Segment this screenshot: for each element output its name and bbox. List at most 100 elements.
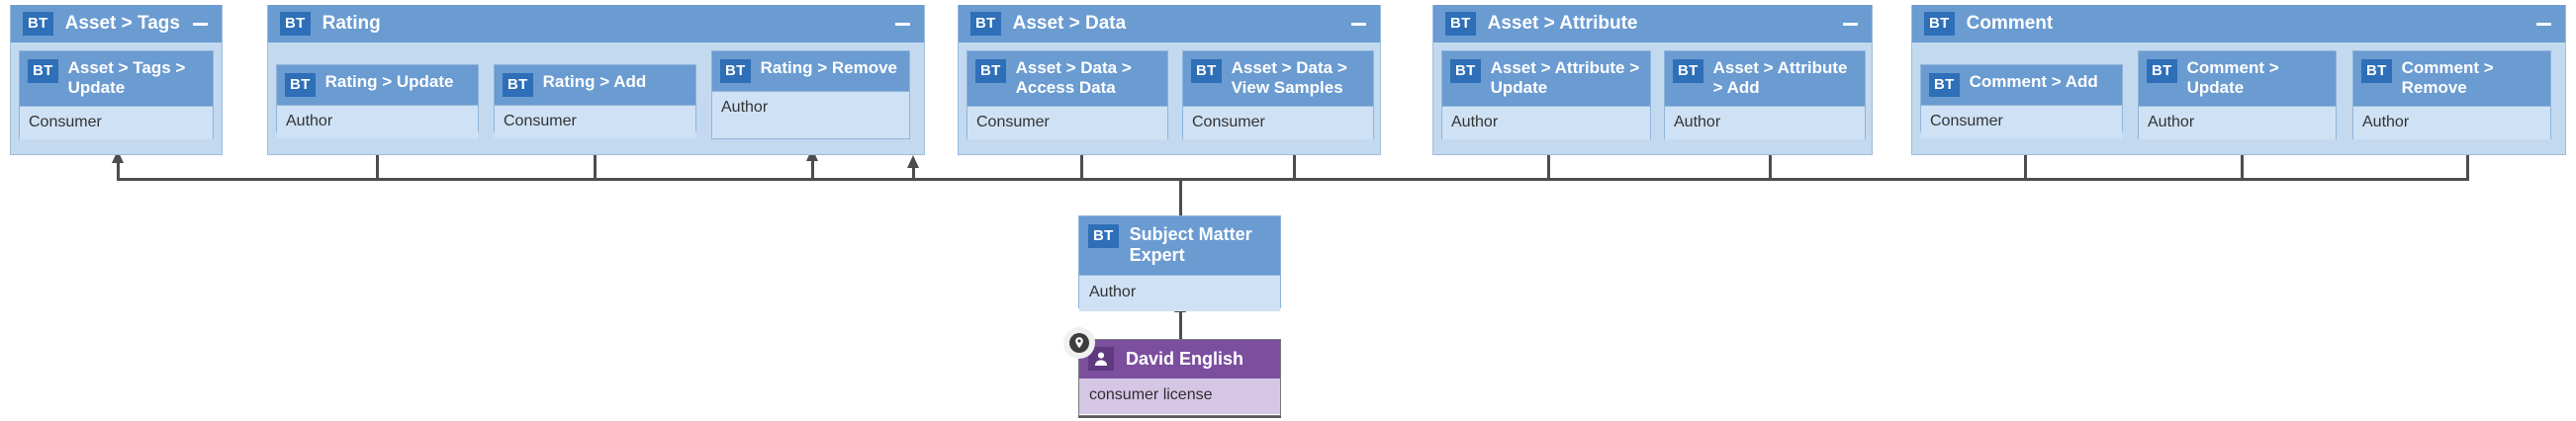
- connector-stem: [1080, 148, 1083, 181]
- minimize-icon[interactable]: [2536, 23, 2551, 26]
- card-role: Consumer: [495, 106, 695, 138]
- card-title: Comment > Remove: [2401, 58, 2494, 98]
- connector-stem: [117, 163, 120, 181]
- card-header: BT Rating > Remove: [712, 51, 909, 92]
- card-title: Rating > Add: [542, 72, 647, 91]
- connector-stem: [594, 148, 597, 181]
- bt-badge-icon: BT: [2147, 59, 2177, 83]
- bt-badge-icon: BT: [1445, 12, 1476, 36]
- minimize-icon[interactable]: [895, 23, 910, 26]
- role-node-subject-matter-expert[interactable]: BT Subject Matter Expert Author: [1078, 215, 1281, 312]
- card-role: Consumer: [1183, 107, 1373, 140]
- card-header: BT Asset > Tags > Update: [20, 51, 213, 108]
- connector-stem-to-role-node: [1179, 178, 1182, 217]
- minimize-icon[interactable]: [1843, 23, 1858, 26]
- card-header: BT Asset > Data > Access Data: [967, 51, 1167, 108]
- bt-badge-icon: BT: [1088, 224, 1119, 248]
- panel-title: Asset > Attribute: [1487, 13, 1638, 34]
- connector-stem: [2466, 148, 2469, 181]
- panel-header[interactable]: BT Rating: [268, 5, 924, 42]
- permission-card[interactable]: BT Asset > Attribute > Update Author: [1441, 50, 1651, 140]
- group-panel-asset-data[interactable]: BT Asset > Data BT Asset > Data > Access…: [958, 5, 1381, 155]
- card-role: Author: [1665, 107, 1865, 140]
- bt-badge-icon: BT: [1191, 59, 1222, 83]
- panel-body: BT Asset > Data > Access Data Consumer B…: [959, 42, 1380, 154]
- card-title: Asset > Attribute > Add: [1712, 58, 1848, 98]
- group-panel-asset-attribute[interactable]: BT Asset > Attribute BT Asset > Attribut…: [1432, 5, 1873, 155]
- panel-body: BT Asset > Tags > Update Consumer: [11, 42, 222, 154]
- card-title: Asset > Attribute > Update: [1490, 58, 1640, 98]
- user-node-header: David English: [1079, 340, 1280, 379]
- group-panel-asset-tags[interactable]: BT Asset > Tags BT Asset > Tags > Update…: [10, 5, 223, 155]
- bt-badge-icon: BT: [1450, 59, 1481, 83]
- bt-badge-icon: BT: [1929, 73, 1960, 97]
- bt-badge-icon: BT: [1673, 59, 1703, 83]
- card-title: Comment > Add: [1969, 72, 2098, 91]
- bt-badge-icon: BT: [720, 59, 751, 83]
- card-title: Rating > Remove: [760, 58, 898, 77]
- card-header: BT Comment > Remove: [2353, 51, 2550, 108]
- user-node-name: David English: [1126, 348, 1244, 369]
- bt-badge-icon: BT: [975, 59, 1006, 83]
- bt-badge-icon: BT: [970, 12, 1001, 36]
- bt-badge-icon: BT: [285, 73, 316, 97]
- panel-header[interactable]: BT Asset > Tags: [11, 5, 222, 42]
- bt-badge-icon: BT: [280, 12, 311, 36]
- card-role: Author: [1442, 107, 1650, 140]
- connector-stem: [2241, 148, 2244, 181]
- role-node-role: Author: [1079, 275, 1280, 312]
- connector-stem: [811, 161, 814, 181]
- card-header: BT Asset > Attribute > Update: [1442, 51, 1650, 108]
- role-node-header: BT Subject Matter Expert: [1079, 216, 1280, 276]
- user-node-license: consumer license: [1079, 379, 1280, 414]
- connector-stem: [1547, 148, 1550, 181]
- permission-card[interactable]: BT Comment > Add Consumer: [1920, 64, 2123, 138]
- card-header: BT Asset > Attribute > Add: [1665, 51, 1865, 108]
- permission-card[interactable]: BT Asset > Tags > Update Consumer: [19, 50, 214, 140]
- card-role: Author: [2353, 107, 2550, 140]
- panel-title: Rating: [322, 13, 381, 34]
- arrow-head-icon: [907, 155, 919, 168]
- card-role: Author: [712, 92, 909, 125]
- bt-badge-icon: BT: [23, 12, 53, 36]
- minimize-icon[interactable]: [1351, 23, 1366, 26]
- bt-badge-icon: BT: [28, 59, 58, 83]
- panel-title: Asset > Tags: [64, 13, 180, 34]
- user-node-david-english[interactable]: David English consumer license: [1078, 339, 1281, 416]
- permission-card[interactable]: BT Comment > Update Author: [2138, 50, 2337, 140]
- connector-stem: [1293, 148, 1296, 181]
- panel-header[interactable]: BT Comment: [1912, 5, 2565, 42]
- panel-body: BT Rating > Update Author BT Rating > Ad…: [268, 42, 924, 154]
- card-role: Consumer: [1921, 106, 2122, 138]
- bt-badge-icon: BT: [2361, 59, 2392, 83]
- connector-stem: [2024, 138, 2027, 181]
- permission-card[interactable]: BT Asset > Attribute > Add Author: [1664, 50, 1866, 140]
- permission-card[interactable]: BT Asset > Data > Access Data Consumer: [966, 50, 1168, 140]
- card-title: Comment > Update: [2186, 58, 2279, 98]
- connector-stem: [1769, 148, 1772, 181]
- card-header: BT Comment > Update: [2139, 51, 2336, 108]
- card-title: Rating > Update: [324, 72, 454, 91]
- permission-card[interactable]: BT Rating > Remove Author: [711, 50, 910, 139]
- permission-card[interactable]: BT Asset > Data > View Samples Consumer: [1182, 50, 1374, 140]
- panel-header[interactable]: BT Asset > Attribute: [1433, 5, 1872, 42]
- card-header: BT Rating > Add: [495, 65, 695, 106]
- bt-badge-icon: BT: [503, 73, 533, 97]
- panel-title: Asset > Data: [1012, 13, 1127, 34]
- connector-stem: [912, 168, 915, 181]
- panel-header[interactable]: BT Asset > Data: [959, 5, 1380, 42]
- card-role: Consumer: [20, 107, 213, 140]
- group-panel-comment[interactable]: BT Comment BT Comment > Add Consumer BT …: [1911, 5, 2566, 155]
- group-panel-rating[interactable]: BT Rating BT Rating > Update Author BT R…: [267, 5, 925, 155]
- card-header: BT Comment > Add: [1921, 65, 2122, 106]
- permission-card[interactable]: BT Comment > Remove Author: [2352, 50, 2551, 140]
- permission-card[interactable]: BT Rating > Update Author: [276, 64, 479, 138]
- card-role: Consumer: [967, 107, 1167, 140]
- minimize-icon[interactable]: [193, 23, 208, 26]
- location-pin-icon: [1063, 327, 1095, 359]
- panel-body: BT Comment > Add Consumer BT Comment > U…: [1912, 42, 2565, 154]
- panel-title: Comment: [1966, 13, 2054, 34]
- card-title: Asset > Data > Access Data: [1015, 58, 1132, 98]
- permission-card[interactable]: BT Rating > Add Consumer: [494, 64, 696, 138]
